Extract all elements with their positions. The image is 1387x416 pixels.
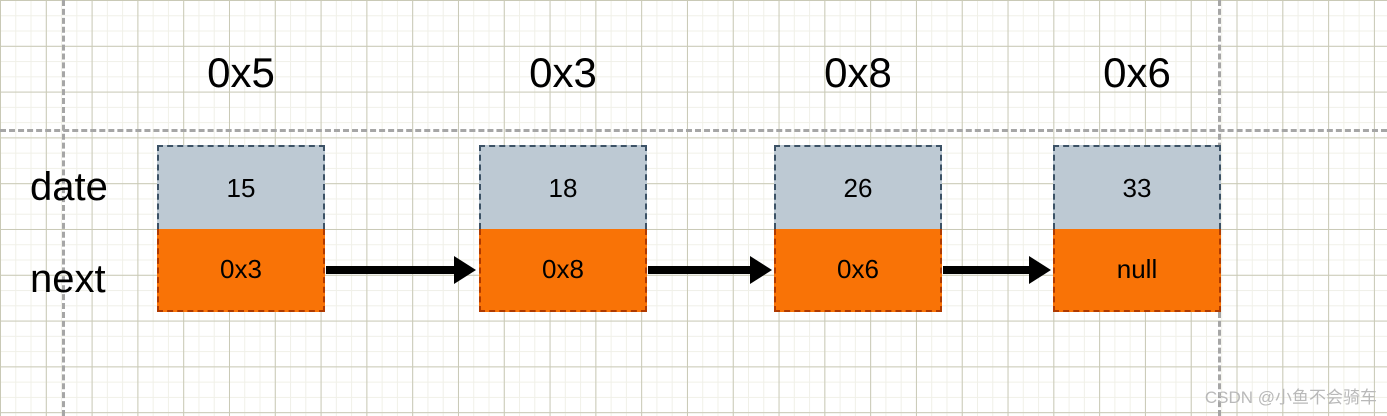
pointer-arrow-1 bbox=[326, 256, 476, 284]
node-next-cell: 0x8 bbox=[479, 229, 647, 312]
list-node-1[interactable]: 15 0x3 bbox=[157, 145, 325, 312]
watermark: CSDN @小鱼不会骑车 bbox=[1204, 388, 1377, 407]
node-data-cell: 18 bbox=[479, 145, 647, 229]
node-next-cell: 0x6 bbox=[774, 229, 942, 312]
node-address-label-3: 0x8 bbox=[824, 49, 892, 96]
node-address-label-4: 0x6 bbox=[1103, 49, 1171, 96]
list-node-3[interactable]: 26 0x6 bbox=[774, 145, 942, 312]
pointer-arrow-2 bbox=[648, 256, 772, 284]
pointer-arrow-3 bbox=[943, 256, 1051, 284]
node-next-cell: null bbox=[1053, 229, 1221, 312]
node-data-cell: 33 bbox=[1053, 145, 1221, 229]
node-data-cell: 15 bbox=[157, 145, 325, 229]
page-guide-vertical-left bbox=[62, 0, 65, 416]
page-guide-horizontal bbox=[0, 129, 1387, 132]
list-node-2[interactable]: 18 0x8 bbox=[479, 145, 647, 312]
row-label-data: date bbox=[30, 165, 108, 209]
node-address-label-1: 0x5 bbox=[207, 49, 275, 96]
list-node-4[interactable]: 33 null bbox=[1053, 145, 1221, 312]
node-data-cell: 26 bbox=[774, 145, 942, 229]
row-label-next: next bbox=[30, 257, 106, 301]
node-next-cell: 0x3 bbox=[157, 229, 325, 312]
node-address-label-2: 0x3 bbox=[529, 49, 597, 96]
